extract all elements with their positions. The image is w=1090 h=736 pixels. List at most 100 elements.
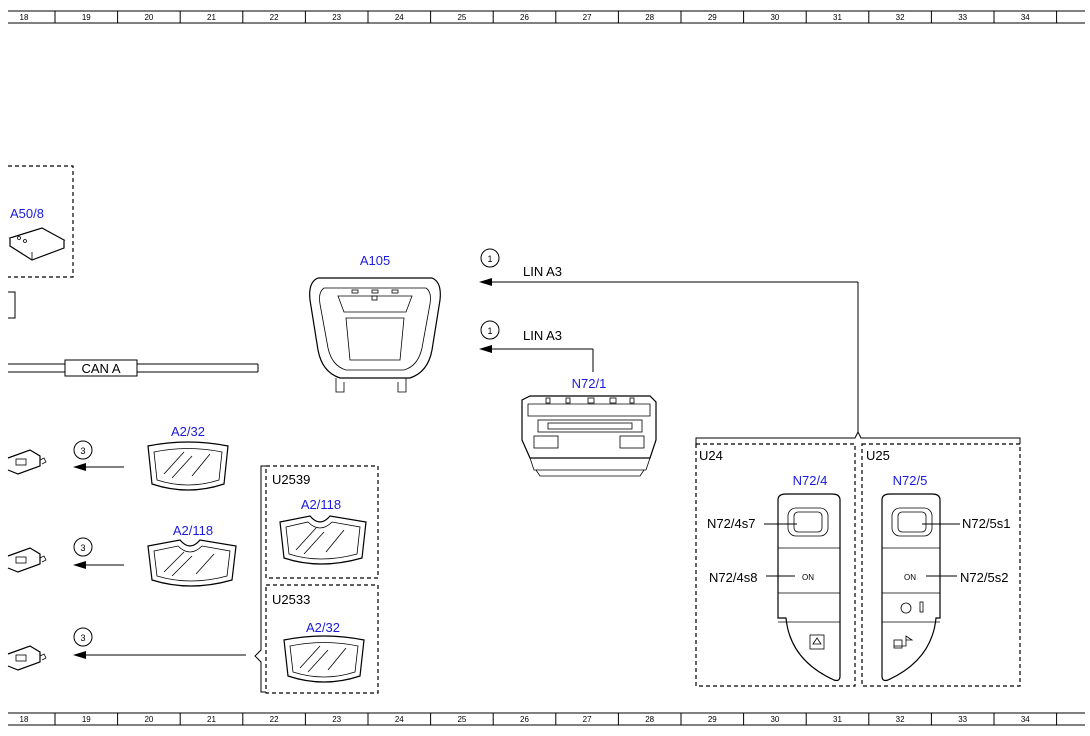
ruler-bottom-column-number: 20 [144, 715, 153, 724]
ruler-bottom-column-number: 22 [270, 715, 279, 724]
can-a-bus[interactable]: CAN A [8, 359, 259, 377]
on-left: ON [802, 573, 814, 582]
a105-module[interactable]: A105 [309, 253, 441, 393]
ruler-top-column-number: 22 [270, 13, 279, 22]
n72-4-label: N72/4 [793, 473, 828, 488]
a2-118-box-label: A2/118 [301, 497, 341, 512]
u2533-group[interactable]: U2533 A2/32 [265, 584, 379, 694]
ruler-bottom-column-number: 28 [645, 715, 654, 724]
ruler-top-column-number: 18 [20, 13, 29, 22]
ruler-bottom-column-number: 26 [520, 715, 529, 724]
ruler-bottom-column-number: 29 [708, 715, 717, 724]
ref-1-top-circle [480, 248, 500, 268]
lin-a3-top-line[interactable]: 1 LIN A3 [479, 248, 859, 432]
connector-row-1[interactable]: 3 [7, 440, 124, 475]
a2-118-left-label: A2/118 [173, 523, 213, 538]
n72-4-switch-panel [777, 493, 841, 682]
plug-icon-1 [7, 449, 47, 475]
u24-label: U24 [699, 448, 723, 463]
n72-1-device-icon [521, 395, 657, 477]
u25-box [861, 443, 1021, 687]
ruler-top-column-number: 30 [770, 13, 779, 22]
a2-32-left-label: A2/32 [171, 424, 205, 439]
a50-8-connector-line [8, 291, 16, 319]
n72-4s7-label: N72/4s7 [707, 516, 755, 531]
ref-3-b-arrow [73, 561, 86, 569]
n72-5-switch-panel [881, 493, 941, 682]
on-right: ON [904, 573, 916, 582]
ruler-bottom-column-number: 34 [1021, 715, 1030, 724]
n72-5s2-label: N72/5s2 [960, 570, 1008, 585]
plug-icon-3 [7, 645, 47, 671]
n72-1-label: N72/1 [572, 376, 607, 391]
a50-8-box [8, 165, 74, 278]
ruler-bottom-column-number: 18 [20, 715, 29, 724]
ruler-top-column-number: 27 [583, 13, 592, 22]
a2-32-left-part[interactable]: A2/32 [147, 424, 229, 491]
ruler-bottom-column-number: 19 [82, 715, 91, 724]
ruler-top-column-number: 23 [332, 13, 341, 22]
ref-3-c: 3 [80, 633, 85, 643]
u2539-label: U2539 [272, 472, 310, 487]
ref-1-bottom: 1 [487, 326, 492, 336]
lin-a3-bottom-arrow [479, 345, 492, 353]
u2533-label: U2533 [272, 592, 310, 607]
ruler-bottom-column-number: 21 [207, 715, 216, 724]
ref-1-top: 1 [487, 254, 492, 264]
lin-a3-top-arrow [479, 278, 492, 286]
u2533-box [265, 584, 379, 694]
u24-u25-bracket [695, 430, 1021, 444]
ruler-top-column-number: 24 [395, 13, 404, 22]
n72-5-label: N72/5 [893, 473, 928, 488]
n72-1-module[interactable]: N72/1 [521, 376, 657, 477]
ruler-top-column-number: 25 [457, 13, 466, 22]
ruler-top-column-number: 31 [833, 13, 842, 22]
ruler-bottom-column-number: 23 [332, 715, 341, 724]
a2-118-left-part[interactable]: A2/118 [147, 523, 237, 587]
ruler-bottom-column-number: 24 [395, 715, 404, 724]
ref-1-bottom-circle [480, 320, 500, 340]
ref-3-c-arrow [73, 651, 86, 659]
lin-a3-bottom-line[interactable]: 1 LIN A3 [479, 320, 594, 372]
a105-label: A105 [360, 253, 390, 268]
ref-3-a: 3 [80, 446, 85, 456]
u25-group[interactable]: U25 N72/5 ON N72/5s1 N72/5s2 [861, 443, 1021, 687]
u24-group[interactable]: U24 N72/4 ON N72/4s7 N72/4s8 [695, 443, 856, 687]
ruler-bottom-column-number: 32 [896, 715, 905, 724]
n72-5s1-label: N72/5s1 [962, 516, 1010, 531]
u25-label: U25 [866, 448, 890, 463]
ruler-top-column-number: 29 [708, 13, 717, 22]
windscreen-icon-a [147, 441, 229, 491]
ruler-top-column-number: 33 [958, 13, 967, 22]
u24-box [695, 443, 856, 687]
ref-3-b-circle [73, 537, 93, 557]
a2-32-box-label: A2/32 [306, 620, 340, 635]
ruler-bottom-column-number: 25 [457, 715, 466, 724]
a105-device-icon [309, 277, 441, 393]
connector-row-2[interactable]: 3 [7, 537, 124, 573]
can-a-label-box [64, 359, 138, 377]
windscreen-icon-d [283, 635, 365, 683]
ruler-bottom-column-number: 33 [958, 715, 967, 724]
ref-3-b: 3 [80, 543, 85, 553]
windscreen-icon-b [147, 539, 237, 587]
ref-3-c-circle [73, 627, 93, 647]
ruler-bottom-column-number: 31 [833, 715, 842, 724]
can-a-label: CAN A [81, 361, 120, 376]
ruler-bottom-column-number: 30 [770, 715, 779, 724]
a50-8-device-icon [8, 227, 66, 261]
ruler-top-column-number: 28 [645, 13, 654, 22]
ruler-top-column-number: 21 [207, 13, 216, 22]
a50-8-module[interactable]: A50/8 [8, 165, 74, 278]
ref-3-a-circle [73, 440, 93, 460]
plug-icon-2 [7, 547, 47, 573]
lin-a3-top-label: LIN A3 [523, 264, 562, 279]
ruler-top-column-number: 19 [82, 13, 91, 22]
connector-row-3[interactable]: 3 [7, 627, 246, 671]
lin-a3-bottom-label: LIN A3 [523, 328, 562, 343]
u2539-group[interactable]: U2539 A2/118 [265, 465, 379, 579]
ruler-top-column-number: 32 [896, 13, 905, 22]
